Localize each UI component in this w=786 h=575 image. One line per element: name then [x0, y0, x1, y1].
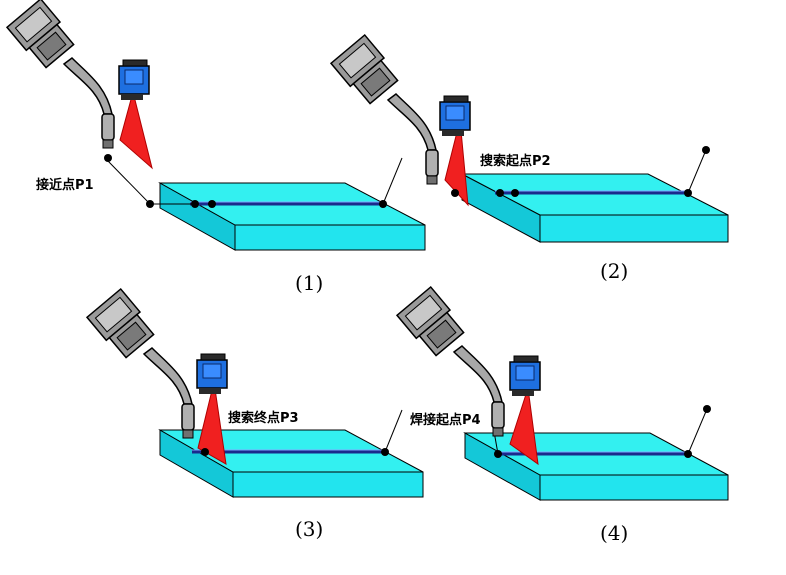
laser-beam: [509, 387, 539, 466]
workpiece-plate: [461, 173, 729, 243]
panel-caption: (4): [600, 521, 628, 545]
laser-beam: [119, 90, 153, 170]
laser-sensor-icon: [509, 355, 541, 397]
laser-beam: [197, 381, 227, 465]
welding-torch-icon: [86, 288, 195, 439]
point-label: 焊接起点P4: [410, 412, 481, 428]
point-label: 搜索终点P3: [228, 410, 299, 426]
robot-path: [384, 409, 403, 453]
welding-torch-icon: [330, 34, 439, 185]
point-label: 接近点P1: [36, 177, 94, 193]
laser-sensor-icon: [196, 353, 228, 395]
panel-caption: (3): [295, 517, 323, 541]
panel-3: 搜索终点P3 (3): [86, 288, 424, 541]
point-label: 搜索起点P2: [480, 153, 551, 169]
laser-sensor-icon: [439, 95, 471, 137]
workpiece-plate: [158, 182, 426, 251]
panel-4: 焊接起点P4 (4): [396, 286, 729, 545]
workpiece-plate: [463, 432, 729, 501]
welding-torch-icon: [6, 0, 115, 149]
panel-2: 搜索起点P2 (2): [330, 34, 729, 283]
laser-sensor-icon: [118, 59, 150, 101]
path-points: [494, 405, 711, 458]
panel-caption: (2): [600, 259, 628, 283]
panel-caption: (1): [295, 271, 323, 295]
path-points: [104, 154, 387, 208]
path-points: [451, 146, 710, 197]
robot-path: [687, 149, 707, 194]
panel-1: 接近点P1 (1): [6, 0, 426, 295]
path-points: [201, 448, 389, 456]
